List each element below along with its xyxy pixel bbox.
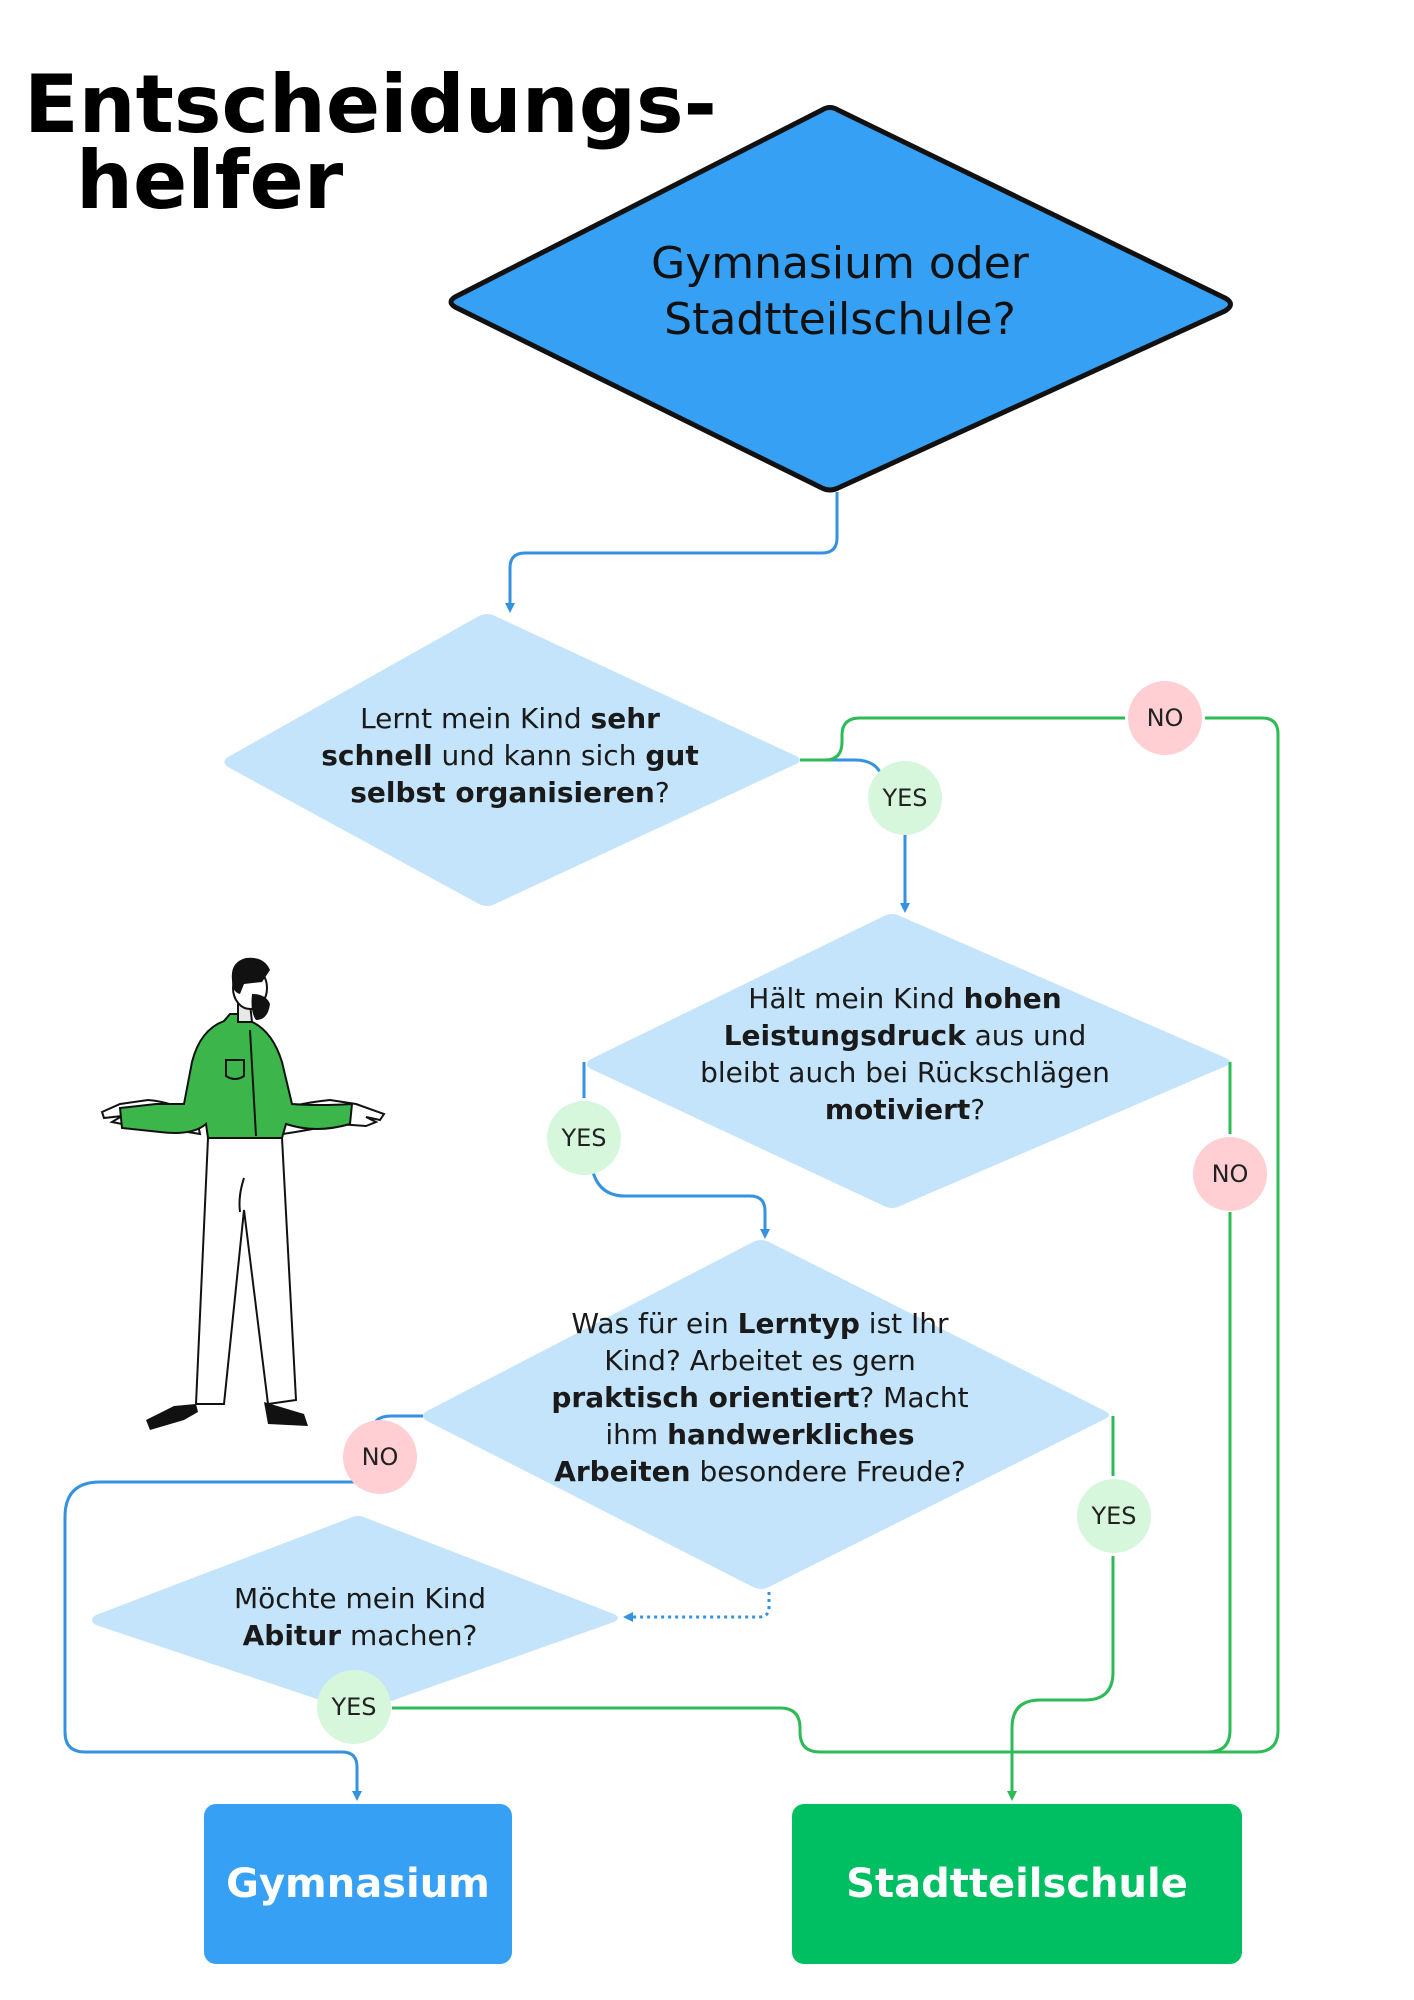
- connector-q1-yes: [800, 758, 905, 908]
- connector-q2-yes: [582, 1062, 765, 1234]
- q4-segment: machen?: [341, 1619, 478, 1652]
- main-question-diamond: [448, 105, 1233, 493]
- q1-no-badge: NO: [1128, 681, 1202, 755]
- q4-yes-badge: YES: [317, 1670, 391, 1744]
- main-question-line2: Stadtteilschule?: [664, 294, 1016, 345]
- person-shrugging-illustration: [100, 957, 386, 1430]
- q3-yes-badge: YES: [1077, 1479, 1151, 1553]
- q3-segment: ? Macht ihm: [605, 1381, 969, 1451]
- result-gymnasium: Gymnasium: [204, 1804, 512, 1964]
- page-title-line2: helfer: [76, 134, 344, 227]
- q1-segment: sehr schnell: [321, 702, 660, 772]
- q1-yes-badge: YES: [868, 761, 942, 835]
- q2-segment: hohen Leistungsdruck: [723, 982, 1062, 1052]
- q2-no-badge: NO: [1193, 1137, 1267, 1211]
- q1-segment: und kann sich: [432, 739, 646, 772]
- main-question-text: Gymnasium oder Stadtteilschule?: [600, 236, 1080, 348]
- connector-q1-no: [800, 716, 1280, 1754]
- q2-segment: aus und bleibt auch bei Rückschlägen: [700, 1019, 1110, 1089]
- q2-yes-badge: YES: [547, 1101, 621, 1175]
- q3-segment: handwerkliches Arbeiten: [554, 1418, 915, 1488]
- q2-segment: motiviert: [824, 1093, 971, 1126]
- connector-main-to-q1: [505, 492, 839, 613]
- q2-segment: ?: [970, 1093, 986, 1126]
- q1-segment: ?: [654, 776, 670, 809]
- q3-segment: ist Ihr Kind? Arbeitet es gern: [604, 1307, 949, 1377]
- connector-q3-to-q4: [623, 1592, 771, 1622]
- q1-segment: Lernt mein Kind: [360, 702, 591, 735]
- page-title-line1: Entscheidungs-: [24, 58, 717, 151]
- q4-text: Möchte mein Kind Abitur machen?: [215, 1580, 505, 1654]
- q1-segment: gut selbst organisieren: [350, 739, 699, 809]
- result-stadtteilschule: Stadtteilschule: [792, 1804, 1242, 1964]
- q2-text: Hält mein Kind hohen Leistungsdruck aus …: [690, 980, 1120, 1128]
- q4-diamond: [92, 1516, 618, 1712]
- q3-segment: Was für ein: [571, 1307, 738, 1340]
- q3-segment: Lerntyp: [737, 1307, 860, 1340]
- q1-diamond: [224, 614, 800, 906]
- main-question-line1: Gymnasium oder: [651, 238, 1029, 289]
- q2-diamond: [587, 914, 1230, 1208]
- q1-text: Lernt mein Kind sehr schnell und kann si…: [320, 700, 700, 811]
- q3-segment: besondere Freude?: [690, 1455, 966, 1488]
- q4-segment: Abitur: [242, 1619, 342, 1652]
- connector-q2-no: [1012, 1062, 1232, 1754]
- q3-diamond: [423, 1240, 1109, 1589]
- q3-text: Was für ein Lerntyp ist Ihr Kind? Arbeit…: [550, 1305, 970, 1490]
- q3-no-badge: NO: [343, 1420, 417, 1494]
- q4-segment: Möchte mein Kind: [233, 1582, 487, 1615]
- q2-segment: Hält mein Kind: [748, 982, 964, 1015]
- connector-q4-yes: [392, 1706, 1012, 1754]
- connector-q3-yes: [1012, 1416, 1115, 1796]
- q3-segment: praktisch orientiert: [551, 1381, 860, 1414]
